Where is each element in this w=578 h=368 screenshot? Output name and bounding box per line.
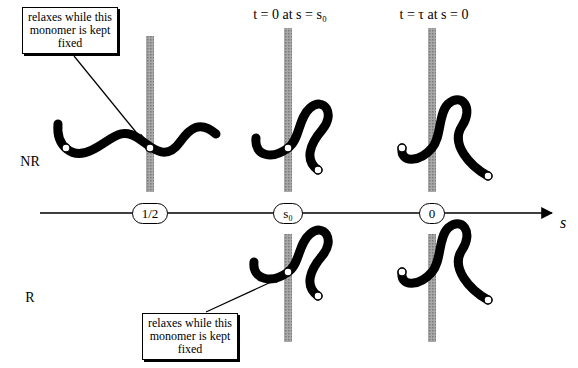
leader-arrow xyxy=(74,56,144,142)
marker-text: s₀ xyxy=(283,206,293,221)
callout-box: relaxes while this monomer is kept fixed xyxy=(142,313,238,360)
fixed-bar xyxy=(284,28,292,192)
monomer-dot xyxy=(146,144,154,152)
polymer-chain xyxy=(58,124,216,153)
polymer-chain xyxy=(254,230,328,296)
axis-label: s xyxy=(560,214,566,232)
callout-box: relaxes while this monomer is kept fixed xyxy=(22,7,118,54)
monomer-dot xyxy=(284,268,292,276)
axis-marker: 0 xyxy=(419,203,446,224)
monomer-dot xyxy=(398,268,406,276)
polymer-chain xyxy=(402,224,488,300)
monomer-dot xyxy=(484,296,492,304)
monomer-dot xyxy=(62,144,70,152)
axis-marker: s₀ xyxy=(273,203,303,224)
leader-arrow xyxy=(206,277,282,312)
fixed-bar xyxy=(428,234,436,342)
callout-text: relaxes while this monomer is kept fixed xyxy=(28,11,112,50)
marker-text: 1/2 xyxy=(142,206,159,221)
marker-text: 0 xyxy=(429,206,436,221)
callout-text: relaxes while this monomer is kept fixed xyxy=(148,317,232,356)
fixed-bar xyxy=(146,36,154,192)
monomer-dot xyxy=(284,144,292,152)
polymer-chain xyxy=(256,104,328,170)
time-label: t = τ at s = 0 xyxy=(400,7,469,23)
monomer-dot xyxy=(484,172,492,180)
time-label: t = 0 at s = s₀ xyxy=(253,7,327,23)
monomer-dot xyxy=(314,166,322,174)
axis-marker: 1/2 xyxy=(132,203,169,224)
monomer-dot xyxy=(314,292,322,300)
row-label: NR xyxy=(20,154,39,170)
fixed-bar xyxy=(428,28,436,192)
polymer-chain xyxy=(402,100,488,176)
monomer-dot xyxy=(398,144,406,152)
fixed-bar xyxy=(284,234,292,342)
row-label: R xyxy=(25,290,34,306)
